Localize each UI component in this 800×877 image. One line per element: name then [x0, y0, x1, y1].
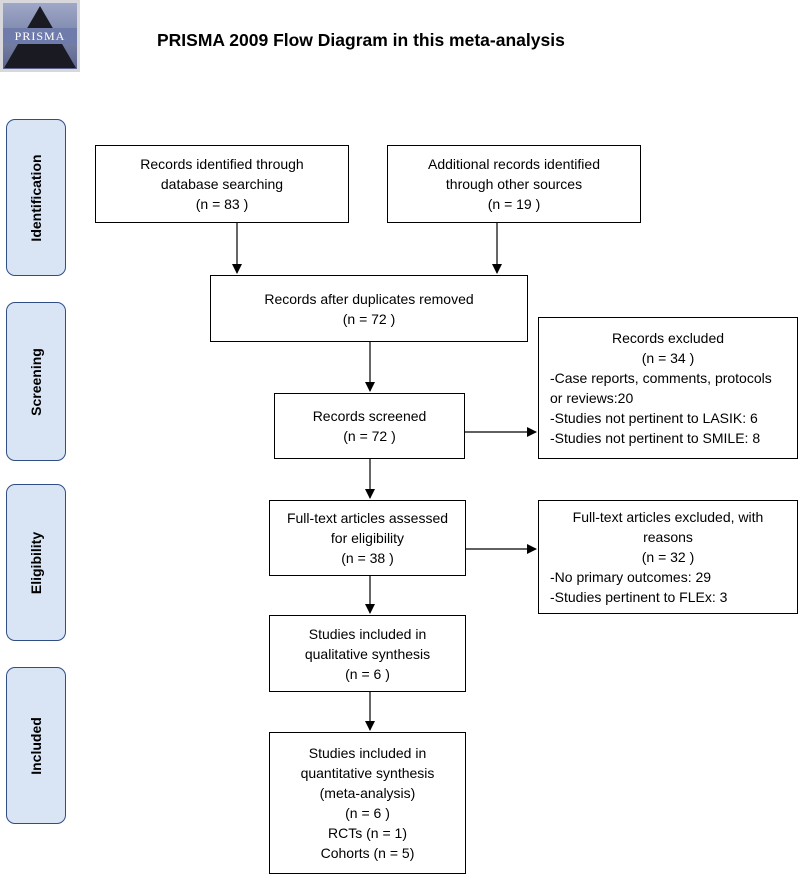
box-records-excluded: Records excluded (n = 34 ) -Case reports… [538, 317, 798, 459]
stage-identification: Identification [6, 119, 66, 276]
exclusion-reason: -Case reports, comments, protocols [550, 370, 772, 386]
box-text: quantitative synthesis [300, 765, 435, 781]
box-text: qualitative synthesis [304, 645, 431, 662]
logo-text: PRISMA [15, 29, 66, 43]
box-records-screened: Records screened (n = 72 ) [274, 393, 465, 459]
box-count: (n = 19 ) [487, 196, 541, 212]
box-quantitative-synthesis: Studies included in quantitative synthes… [269, 732, 466, 874]
box-text: Records screened [312, 408, 427, 424]
exclusion-reason: or reviews:20 [550, 390, 634, 406]
box-text: RCTs (n = 1) [328, 825, 407, 841]
box-text: Additional records identified [428, 156, 600, 172]
box-count: (n = 72 ) [342, 310, 396, 327]
exclusion-reason: -Studies not pertinent to LASIK: 6 [550, 410, 758, 426]
box-text: reasons [643, 529, 693, 545]
box-count: (n = 83 ) [195, 196, 249, 212]
exclusion-reason: -Studies pertinent to FLEx: 3 [550, 589, 728, 605]
box-text: Records after duplicates removed [264, 290, 474, 307]
prisma-logo: PRISMA [0, 0, 80, 72]
box-database-records: Records identified through database sear… [95, 145, 349, 223]
box-text: Full-text articles excluded, with [572, 509, 764, 525]
box-fulltext-excluded: Full-text articles excluded, with reason… [538, 500, 798, 614]
stage-screening: Screening [6, 302, 66, 461]
exclusion-reason: -No primary outcomes: 29 [550, 569, 712, 585]
stage-eligibility: Eligibility [6, 484, 66, 641]
box-text: Records identified through [140, 156, 304, 172]
box-text: Studies included in [308, 625, 427, 642]
box-count: (n = 6 ) [345, 805, 390, 821]
box-count: (n = 6 ) [345, 665, 390, 682]
box-other-sources: Additional records identified through ot… [387, 145, 641, 223]
box-text: database searching [160, 176, 284, 192]
box-text: Records excluded [611, 330, 725, 346]
box-qualitative-synthesis: Studies included in qualitative synthesi… [269, 615, 466, 692]
box-text: Full-text articles assessed [286, 510, 449, 526]
box-text: through other sources [445, 176, 583, 192]
exclusion-reason: -Studies not pertinent to SMILE: 8 [550, 430, 761, 446]
box-count: (n = 34 ) [641, 350, 695, 366]
box-count: (n = 72 ) [343, 428, 396, 444]
box-fulltext-assessed: Full-text articles assessed for eligibil… [269, 500, 466, 576]
box-count: (n = 38 ) [341, 550, 394, 566]
page-title: PRISMA 2009 Flow Diagram in this meta-an… [157, 30, 565, 50]
box-after-duplicates: Records after duplicates removed (n = 72… [210, 275, 528, 342]
box-text: Cohorts (n = 5) [320, 845, 415, 861]
box-count: (n = 32 ) [641, 549, 695, 565]
box-text: Studies included in [308, 745, 427, 761]
box-text: for eligibility [330, 530, 405, 546]
stage-included: Included [6, 667, 66, 824]
box-text: (meta-analysis) [319, 785, 416, 801]
